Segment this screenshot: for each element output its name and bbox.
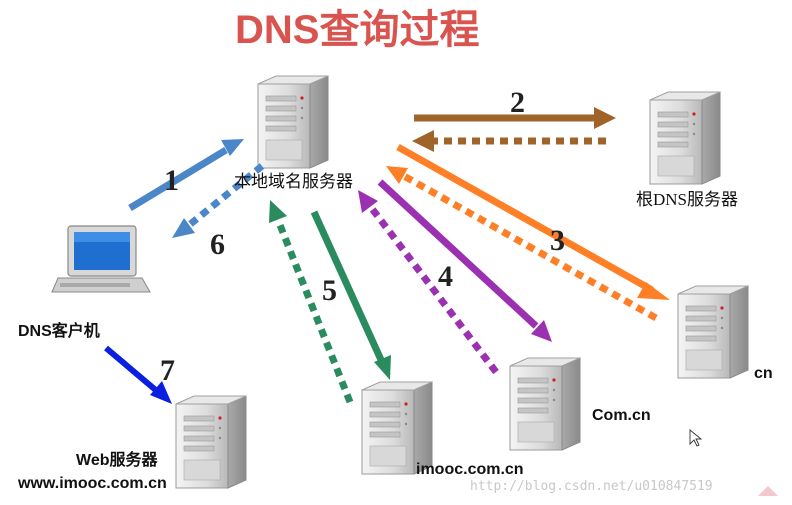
watermark-text: http://blog.csdn.net/u010847519 [470, 479, 713, 494]
step-number-5: 5 [322, 274, 337, 307]
com-cn-server-icon [509, 357, 581, 451]
arrow-step-5-response [269, 200, 354, 404]
cn-server-label: cn [754, 365, 773, 382]
web-domain-label: www.imooc.com.cn [17, 475, 167, 492]
arrow-step-5-request [310, 210, 391, 380]
step-number-2: 2 [510, 86, 525, 119]
arrow-step-3-request [396, 143, 670, 300]
arrow-step-4-response [358, 190, 499, 375]
mouse-cursor-icon [689, 429, 703, 447]
local-dns-label: 本地域名服务器 [234, 172, 353, 191]
client-label: DNS客户机 [18, 321, 100, 340]
arrow-step-4-request [377, 179, 552, 342]
root-dns-server-icon [649, 91, 721, 185]
step-number-4: 4 [438, 260, 453, 293]
step-number-3: 3 [550, 224, 565, 257]
client-computer-icon [51, 225, 151, 293]
cn-server-icon [677, 285, 749, 379]
imooc-server-label: imooc.com.cn [416, 461, 524, 478]
arrow-step-2-request [414, 107, 616, 129]
local-dns-server-icon [257, 75, 329, 169]
arrow-step-2-response [412, 130, 606, 152]
arrow-step-1 [128, 139, 244, 211]
corner-logo-icon [758, 486, 778, 496]
arrow-step-3-response [386, 166, 658, 322]
arrow-step-7 [104, 345, 172, 404]
step-number-1: 1 [164, 164, 179, 197]
com-cn-server-label: Com.cn [592, 407, 651, 424]
step-number-7: 7 [160, 354, 175, 387]
root-dns-label: 根DNS服务器 [636, 190, 738, 209]
web-server-label: Web服务器 [76, 450, 158, 469]
arrow-step-6 [172, 163, 265, 238]
step-number-6: 6 [210, 228, 225, 261]
diagram-title: DNS查询过程 [235, 8, 479, 52]
web-server-icon [175, 395, 247, 489]
